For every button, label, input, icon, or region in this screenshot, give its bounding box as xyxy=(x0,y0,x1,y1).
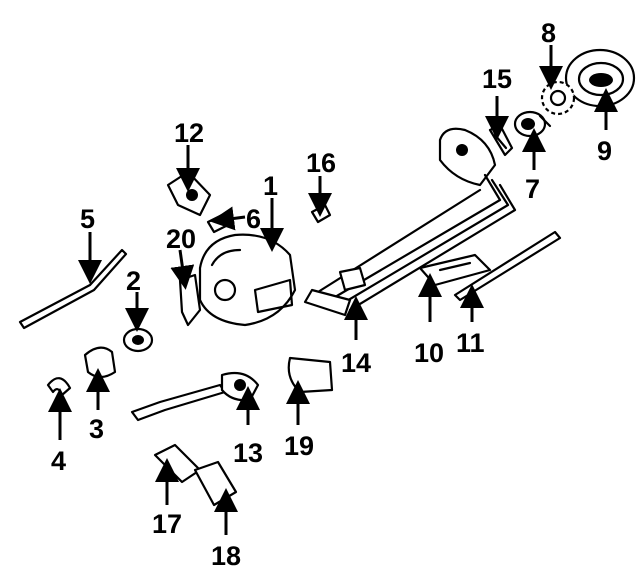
part-15-clip xyxy=(488,123,514,157)
callout-16: 16 xyxy=(306,148,336,178)
part-19-shroud xyxy=(287,356,334,394)
part-6-screw xyxy=(206,213,230,234)
callout-10: 10 xyxy=(414,338,444,368)
callout-11: 11 xyxy=(456,328,485,358)
callout-15: 15 xyxy=(482,64,512,94)
callout-13: 13 xyxy=(233,438,263,468)
callout-7: 7 xyxy=(525,174,540,204)
leader-lines xyxy=(48,45,618,535)
callout-12: 12 xyxy=(174,118,204,148)
callout-20: 20 xyxy=(166,224,196,254)
callout-1: 1 xyxy=(263,171,278,201)
part-5-rod xyxy=(18,248,128,330)
callout-8: 8 xyxy=(541,18,556,48)
callout-4: 4 xyxy=(51,446,66,476)
callout-5: 5 xyxy=(80,204,95,234)
leader-6 xyxy=(210,206,246,231)
part-3-knob xyxy=(83,346,117,379)
part-1-housing xyxy=(198,233,297,327)
part-13-lever xyxy=(130,371,260,422)
part-20-switch xyxy=(178,273,202,327)
part-4-clip xyxy=(46,377,72,397)
callout-18: 18 xyxy=(211,541,241,571)
callout-14: 14 xyxy=(341,348,371,378)
callout-19: 19 xyxy=(284,431,314,461)
part-11-rod xyxy=(453,230,562,302)
callout-3: 3 xyxy=(89,414,104,444)
callout-2: 2 xyxy=(126,266,141,296)
leader-20 xyxy=(170,249,195,290)
callout-17: 17 xyxy=(152,509,182,539)
callout-9: 9 xyxy=(597,136,612,166)
part-2-bushing xyxy=(122,327,154,353)
callout-6: 6 xyxy=(246,204,261,234)
part-9-cover xyxy=(564,48,636,108)
part-8-gear xyxy=(540,80,576,116)
part-17-pawl xyxy=(153,443,202,484)
part-18-bracket xyxy=(193,460,238,507)
callout-labels: 1 2 3 4 5 6 7 8 9 10 11 12 13 14 15 16 1… xyxy=(51,18,612,571)
part-16-screw xyxy=(310,203,332,224)
part-7-bearing xyxy=(513,110,552,138)
part-14-column-shaft xyxy=(303,127,517,317)
